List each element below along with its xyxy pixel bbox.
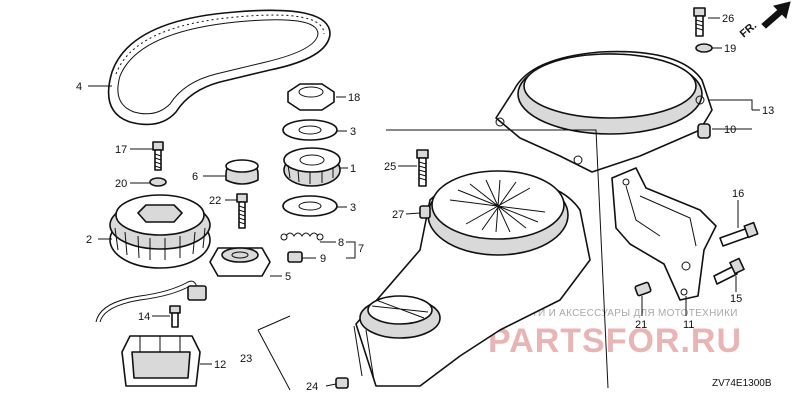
washer-part-20 bbox=[149, 177, 167, 187]
callout-26: 26 bbox=[722, 13, 734, 25]
watermark-logo: PARTSFOR.RU bbox=[488, 322, 742, 360]
callout-11: 11 bbox=[683, 319, 694, 331]
callout-10: 10 bbox=[724, 124, 736, 136]
starter-case-part-23 bbox=[353, 170, 591, 387]
group-boundary-line bbox=[386, 129, 609, 389]
callout-22: 22 bbox=[209, 195, 221, 207]
spring-part-8 bbox=[280, 232, 324, 241]
watermark-text: ЗАПЧАСТИ И АКСЕССУАРЫ ДЛЯ МОТОТЕХНИКИ bbox=[490, 308, 738, 319]
callout-1: 1 bbox=[350, 163, 356, 175]
callout-9: 9 bbox=[320, 253, 326, 265]
callout-3a: 3 bbox=[350, 126, 356, 138]
callout-8: 8 bbox=[338, 237, 344, 249]
group-bracket-23 bbox=[257, 315, 291, 391]
bolt-part-22 bbox=[236, 193, 248, 229]
callout-23: 23 bbox=[240, 353, 252, 365]
callout-7: 7 bbox=[358, 243, 364, 255]
arrow-icon bbox=[761, 1, 791, 29]
callout-25: 25 bbox=[384, 161, 396, 173]
callout-13: 13 bbox=[762, 105, 774, 117]
nut-part-18 bbox=[287, 83, 335, 111]
washer-part-3a bbox=[282, 119, 338, 141]
callout-27: 27 bbox=[392, 209, 404, 221]
callout-20: 20 bbox=[115, 178, 127, 190]
callout-21: 21 bbox=[635, 319, 647, 331]
bolt-part-17 bbox=[152, 141, 164, 171]
callout-19: 19 bbox=[724, 43, 736, 55]
bolt-part-14 bbox=[169, 305, 181, 328]
washer-part-19 bbox=[695, 43, 713, 53]
plug-part-21 bbox=[634, 281, 652, 297]
direction-indicator: FR. bbox=[738, 1, 791, 41]
callout-3b: 3 bbox=[350, 202, 356, 214]
plug-part-24 bbox=[335, 377, 349, 389]
bolt-part-25 bbox=[416, 149, 429, 187]
callout-5: 5 bbox=[285, 271, 291, 283]
callout-4: 4 bbox=[76, 81, 82, 93]
bolt-part-26 bbox=[693, 7, 706, 37]
washer-part-3b bbox=[282, 195, 338, 217]
direction-label: FR. bbox=[738, 20, 759, 41]
grommet-part-10 bbox=[697, 123, 711, 139]
diagram-code: ZV74E1300B bbox=[712, 378, 772, 389]
callout-12: 12 bbox=[214, 359, 226, 371]
callout-18: 18 bbox=[348, 92, 360, 104]
callout-17: 17 bbox=[115, 144, 127, 156]
belt-part bbox=[107, 9, 331, 126]
callout-14: 14 bbox=[138, 311, 150, 323]
bolt-part-15 bbox=[713, 257, 745, 285]
callout-15: 15 bbox=[730, 293, 742, 305]
callout-2: 2 bbox=[86, 234, 92, 246]
cap-part-6 bbox=[225, 159, 259, 185]
collar-part-27 bbox=[419, 205, 431, 219]
bolt-part-16 bbox=[719, 221, 759, 247]
gear-pulley-part bbox=[109, 194, 211, 269]
leader-lines bbox=[88, 17, 760, 387]
bushing-part-5 bbox=[209, 247, 271, 277]
callout-6: 6 bbox=[192, 171, 198, 183]
ratchet-part-1 bbox=[283, 147, 341, 187]
callout-16: 16 bbox=[732, 188, 744, 200]
cover-part-13 bbox=[495, 50, 713, 173]
callout-24: 24 bbox=[306, 381, 318, 393]
bracket-part-11 bbox=[611, 167, 717, 301]
pawl-part-9 bbox=[287, 251, 303, 263]
sensor-part-12 bbox=[95, 280, 207, 387]
